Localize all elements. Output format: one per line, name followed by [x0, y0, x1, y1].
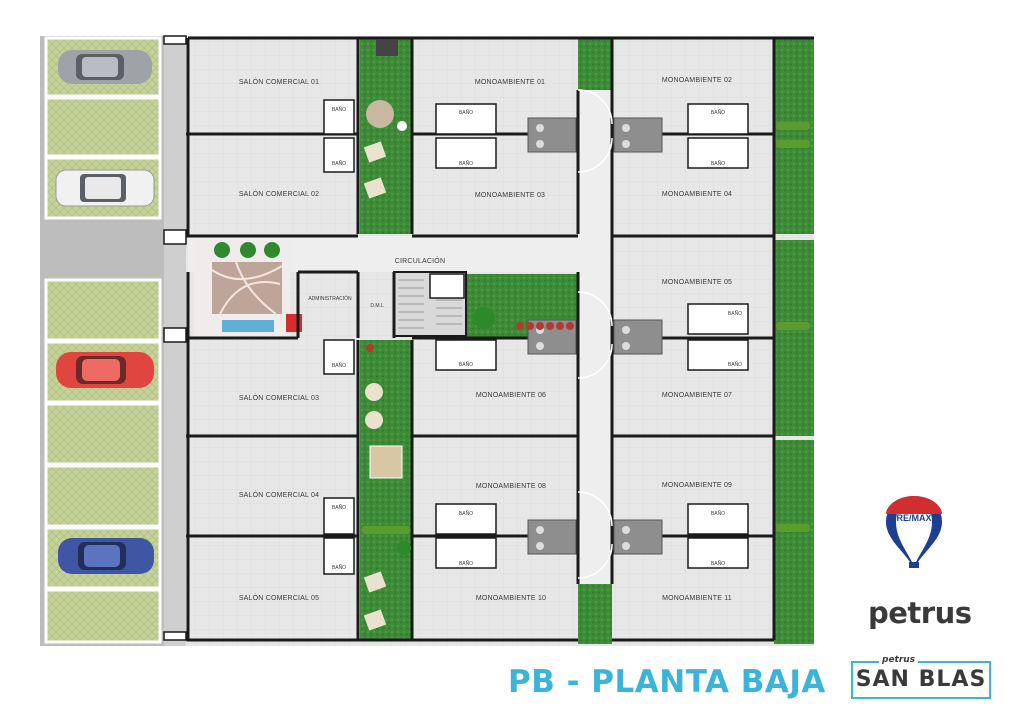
label-salon-03: SALÓN COMERCIAL 03 — [239, 393, 319, 402]
label-mono-10: MONOAMBIENTE 10 — [476, 595, 546, 602]
remax-logo: RE/MAX — [886, 496, 942, 568]
garden-strip — [578, 584, 612, 644]
garden-strip — [774, 440, 814, 644]
label-bano: BAÑO — [332, 564, 346, 571]
bathroom — [687, 303, 749, 335]
bathroom — [323, 537, 355, 575]
label-mono-03: MONOAMBIENTE 03 — [475, 192, 545, 199]
label-mono-06: MONOAMBIENTE 06 — [476, 392, 546, 399]
car-red — [56, 352, 154, 388]
label-bano: BAÑO — [711, 160, 725, 167]
car-blue — [58, 538, 154, 574]
label-mono-05: MONOAMBIENTE 05 — [662, 279, 732, 286]
bathroom — [687, 339, 749, 371]
garden-strip — [774, 38, 814, 234]
bathroom — [435, 137, 497, 169]
petrus-logo: petrus — [868, 596, 972, 630]
lobby-bench — [222, 320, 274, 332]
label-salon-01: SALÓN COMERCIAL 01 — [239, 77, 319, 86]
label-bano: BAÑO — [711, 109, 725, 116]
parking-spot — [44, 588, 162, 644]
label-mono-07: MONOAMBIENTE 07 — [662, 392, 732, 399]
parking-spot — [44, 464, 162, 528]
label-administracion: ADMINISTRACIÓN — [308, 295, 352, 302]
remax-text: RE/MAX — [896, 513, 931, 523]
label-bano: BAÑO — [332, 504, 346, 511]
car-white-suv — [55, 169, 155, 207]
label-mono-09: MONOAMBIENTE 09 — [662, 482, 732, 489]
bathroom — [435, 339, 497, 371]
hedges — [362, 122, 810, 534]
san-blas-text: SAN BLAS — [855, 667, 987, 692]
label-salon-05: SALÓN COMERCIAL 05 — [239, 593, 319, 602]
label-bano: BAÑO — [332, 362, 346, 369]
bathroom — [323, 497, 355, 535]
label-salon-04: SALÓN COMERCIAL 04 — [239, 490, 319, 499]
bathrooms — [323, 99, 749, 575]
label-bano: BAÑO — [728, 361, 742, 368]
label-bano: BAÑO — [711, 510, 725, 517]
bathroom — [435, 537, 497, 569]
kitchens — [527, 117, 663, 555]
label-mono-11: MONOAMBIENTE 11 — [662, 595, 732, 602]
bathroom — [435, 103, 497, 135]
columns — [163, 35, 187, 641]
label-dml: D.M.L — [370, 303, 384, 309]
bathroom — [687, 503, 749, 535]
parking-spot — [44, 278, 162, 342]
label-mono-04: MONOAMBIENTE 04 — [662, 191, 732, 198]
label-bano: BAÑO — [332, 106, 346, 113]
label-mono-02: MONOAMBIENTE 02 — [662, 77, 732, 84]
lobby-planter — [286, 314, 302, 332]
label-bano: BAÑO — [728, 310, 742, 317]
label-bano: BAÑO — [459, 361, 473, 368]
garden-strip — [578, 38, 612, 90]
label-bano: BAÑO — [459, 109, 473, 116]
bathroom — [323, 137, 355, 173]
label-circulacion: CIRCULACIÓN — [395, 256, 445, 265]
bathroom — [687, 137, 749, 169]
bathroom — [323, 339, 355, 375]
car-silver — [58, 50, 152, 84]
label-bano: BAÑO — [332, 160, 346, 167]
label-bano: BAÑO — [711, 560, 725, 567]
plan-title: PB - PLANTA BAJA — [508, 664, 826, 700]
label-salon-02: SALÓN COMERCIAL 02 — [239, 189, 319, 198]
lobby-trees — [214, 242, 280, 258]
san-blas-petrus-small: petrus — [879, 655, 919, 665]
label-bano: BAÑO — [459, 560, 473, 567]
bathroom — [323, 99, 355, 135]
label-mono-01: MONOAMBIENTE 01 — [475, 79, 545, 86]
lobby-paving — [212, 262, 282, 314]
bathroom — [435, 503, 497, 535]
stairs — [393, 271, 467, 337]
label-mono-08: MONOAMBIENTE 08 — [476, 483, 546, 490]
san-blas-logo: petrus SAN BLAS — [851, 655, 991, 699]
corridor-vertical — [578, 90, 612, 584]
garden-strip — [360, 38, 412, 234]
parking-spot — [44, 96, 162, 158]
door-swings — [577, 89, 613, 579]
bathroom — [687, 103, 749, 135]
red-flowers — [516, 322, 574, 330]
label-bano: BAÑO — [459, 160, 473, 167]
garden-furniture — [363, 40, 495, 631]
parking-spot — [44, 402, 162, 466]
label-bano: BAÑO — [459, 510, 473, 517]
garden-strip — [360, 340, 412, 640]
garden-strip — [774, 240, 814, 436]
bathroom — [687, 537, 749, 569]
bathroom-labels: BAÑO BAÑO BAÑO BAÑO BAÑO BAÑO BAÑO BAÑO … — [332, 106, 742, 571]
